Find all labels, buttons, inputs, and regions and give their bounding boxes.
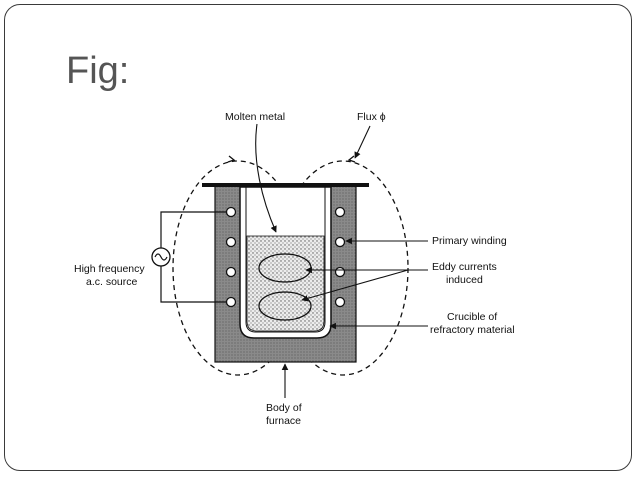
label-eddy-currents-line2: induced [446,274,483,286]
label-source-line2: a.c. source [86,276,138,288]
coil-turn [334,296,346,308]
molten-metal [246,235,325,332]
coil-turn [225,206,237,218]
label-flux: Flux ϕ [357,111,386,123]
furnace-top-plate [202,183,369,187]
label-crucible-line1: Crucible of [447,311,497,323]
label-molten-metal: Molten metal [225,111,285,123]
leader-eddy-currents-lower [301,269,409,302]
label-source-line1: High frequency [74,263,145,275]
label-primary-winding: Primary winding [432,235,507,247]
leader-molten-metal [255,123,277,233]
source-wire-bottom [160,266,226,303]
slide-title: Fig: [66,50,130,92]
leader-flux [354,125,371,159]
label-body-of-furnace-line1: Body of [266,402,302,414]
coil-turn [334,266,346,278]
label-crucible-line2: refractory material [430,324,515,336]
ac-source-symbol [151,247,171,267]
coil-turn [225,296,237,308]
coil-turn [334,236,346,248]
label-body-of-furnace-line2: furnace [266,415,301,427]
coil-turn [225,266,237,278]
coil-turn [334,206,346,218]
source-wire-top [160,211,226,248]
label-eddy-currents-line1: Eddy currents [432,261,497,273]
coil-turn [225,236,237,248]
eddy-current-loop-lower [258,291,312,321]
